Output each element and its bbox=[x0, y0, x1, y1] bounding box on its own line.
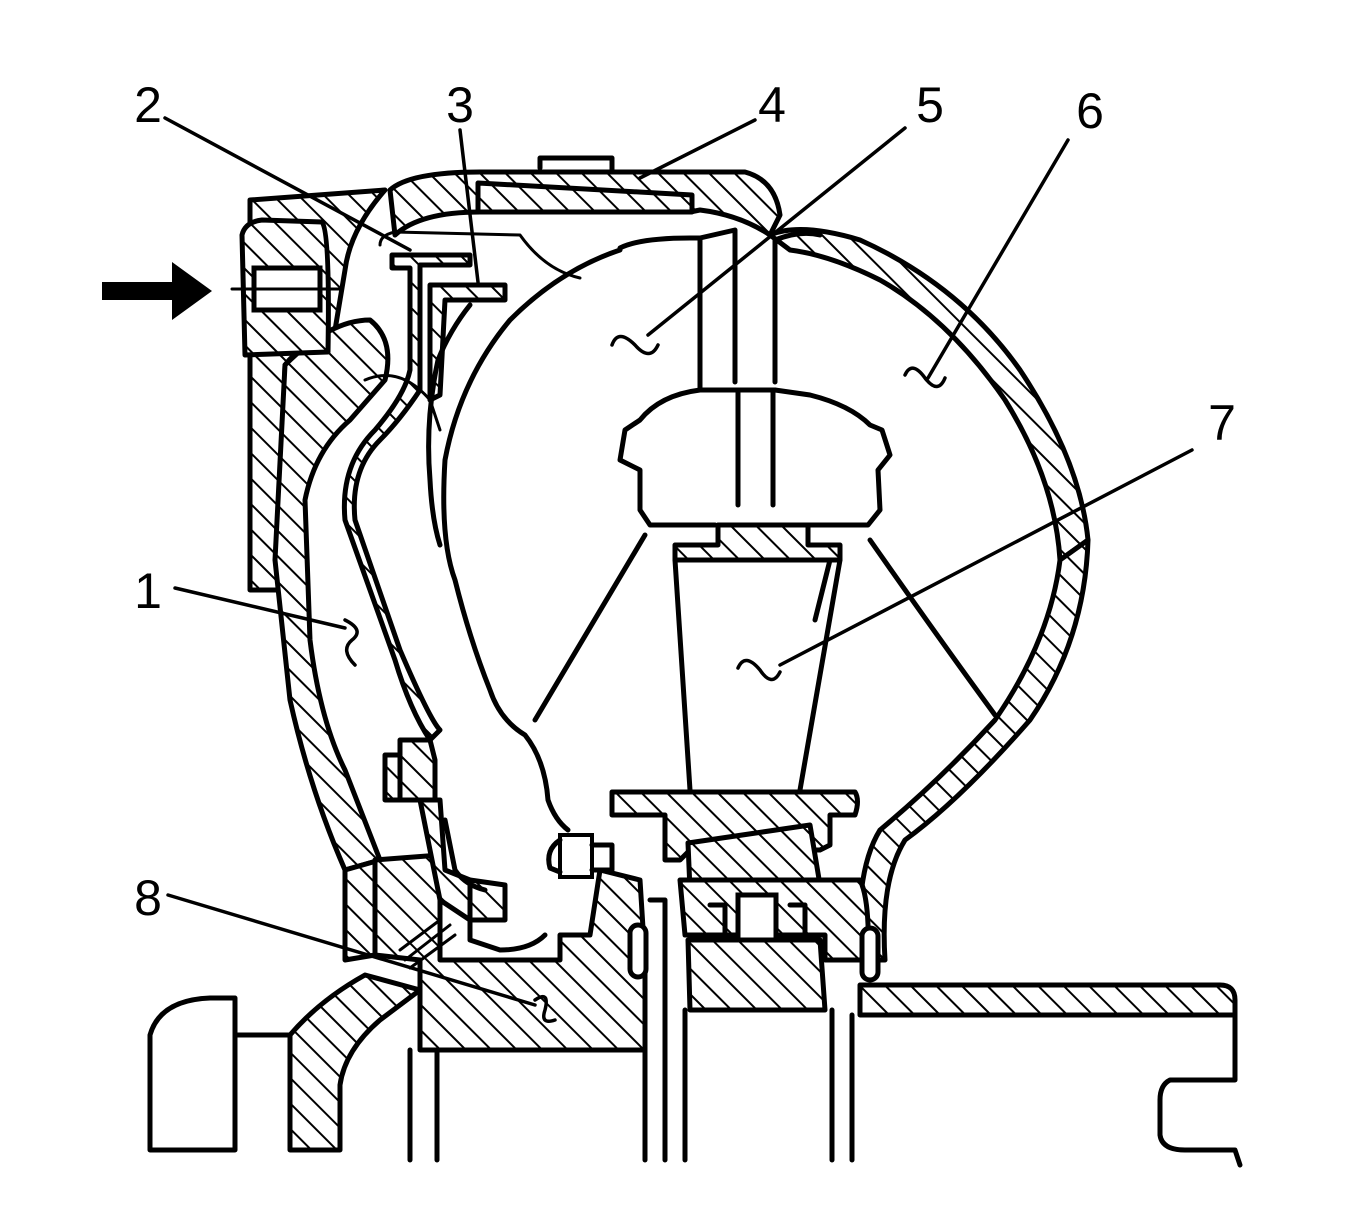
leader-lines bbox=[163, 116, 1194, 1007]
region-squiggles bbox=[343, 334, 947, 1023]
stator-lower bbox=[609, 789, 881, 1163]
callout-6: 6 bbox=[1076, 83, 1104, 139]
callout-8: 8 bbox=[134, 870, 162, 926]
callout-1: 1 bbox=[134, 563, 162, 619]
arrow-right-icon bbox=[102, 262, 212, 320]
damper-linkage bbox=[382, 737, 615, 970]
stator-base bbox=[147, 852, 1243, 1168]
stator-hub bbox=[532, 522, 998, 793]
callout-2: 2 bbox=[134, 77, 162, 133]
callout-4: 4 bbox=[758, 77, 786, 133]
callout-3: 3 bbox=[446, 77, 474, 133]
impeller-shell bbox=[426, 227, 893, 833]
callout-7: 7 bbox=[1208, 395, 1236, 451]
pressure-plate bbox=[341, 230, 582, 743]
callout-5: 5 bbox=[916, 77, 944, 133]
front-cover bbox=[387, 155, 783, 238]
callout-labels: 1 2 3 4 5 6 7 8 bbox=[134, 77, 1236, 926]
cover-block bbox=[230, 217, 342, 358]
